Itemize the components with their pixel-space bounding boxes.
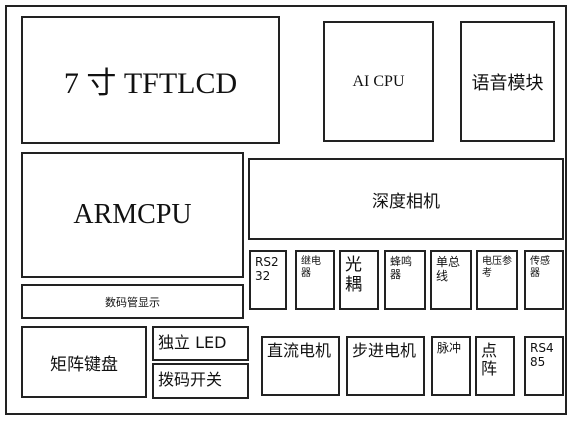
rs232-block: RS2 32	[249, 250, 287, 310]
dc-motor-block: 直流电机	[261, 336, 340, 396]
voltage-ref-block: 电压参考	[476, 250, 518, 310]
single-bus-block: 单总线	[430, 250, 472, 310]
voltage-ref-label: 电压参考	[482, 256, 512, 279]
ai-cpu-block: AI CPU	[323, 21, 434, 142]
sensor-label: 传感器	[530, 256, 550, 279]
depth-camera-block: 深度相机	[248, 158, 564, 240]
voice-module-block: 语音模块	[460, 21, 555, 142]
stepper-motor-label: 步进电机	[352, 341, 417, 360]
rs232-label: RS2 32	[255, 255, 279, 283]
optocoupler-block: 光耦	[339, 250, 379, 310]
pulse-label: 脉冲	[437, 341, 462, 355]
relay-label: 继电器	[301, 256, 321, 279]
ai-cpu-label: AI CPU	[352, 72, 405, 90]
tftlcd-label: 7 寸 TFTLCD	[63, 67, 238, 100]
dip-switch-block: 拨码开关	[152, 363, 249, 399]
armcpu-label: ARMCPU	[73, 199, 192, 230]
matrix-keypad-label: 矩阵键盘	[50, 354, 118, 375]
buzzer-label: 蜂鸣器	[390, 255, 412, 281]
voice-module-label: 语音模块	[471, 72, 544, 94]
dc-motor-label: 直流电机	[267, 341, 332, 360]
rs485-block: RS4 85	[524, 336, 564, 396]
independent-led-label: 独立 LED	[158, 333, 227, 352]
sensor-block: 传感器	[524, 250, 564, 310]
independent-led-block: 独立 LED	[152, 326, 249, 361]
segment-display-block: 数码管显示	[21, 284, 244, 319]
dip-switch-label: 拨码开关	[158, 370, 223, 389]
depth-camera-label: 深度相机	[372, 191, 440, 212]
optocoupler-label: 光耦	[345, 255, 362, 295]
relay-block: 继电器	[295, 250, 335, 310]
matrix-keypad-block: 矩阵键盘	[21, 326, 147, 398]
tftlcd-block: 7 寸 TFTLCD	[21, 16, 280, 144]
pulse-block: 脉冲	[431, 336, 471, 396]
buzzer-block: 蜂鸣器	[384, 250, 426, 310]
stepper-motor-block: 步进电机	[346, 336, 425, 396]
single-bus-label: 单总线	[436, 255, 461, 283]
rs485-label: RS4 85	[530, 341, 554, 369]
dot-matrix-block: 点阵	[475, 336, 515, 396]
segment-display-label: 数码管显示	[105, 295, 160, 309]
dot-matrix-label: 点阵	[481, 341, 498, 379]
armcpu-block: ARMCPU	[21, 152, 244, 278]
